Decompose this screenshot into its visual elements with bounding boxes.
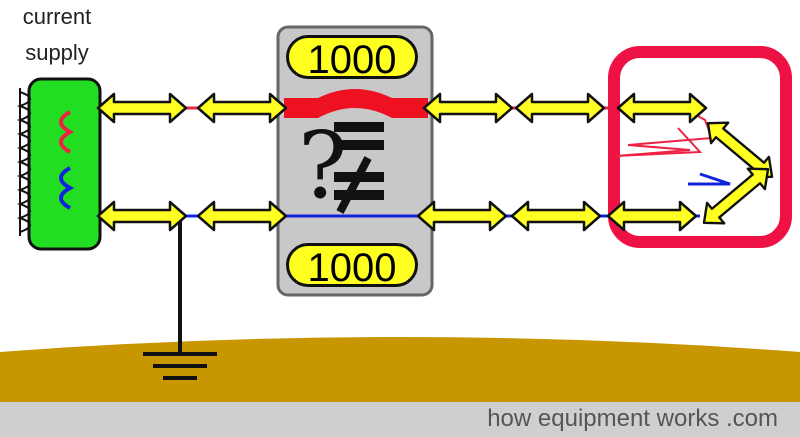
load-appliance bbox=[608, 46, 792, 248]
gfci-device bbox=[276, 25, 434, 297]
earth-ground-area bbox=[0, 337, 800, 402]
current-supply-transformer bbox=[16, 77, 102, 251]
equal-sign-icon bbox=[334, 122, 384, 150]
supply-label-line1: current bbox=[22, 4, 92, 29]
site-credit: how equipment works .com bbox=[487, 405, 778, 432]
footer-band: how equipment works .com bbox=[0, 402, 800, 437]
ground-symbol-icon bbox=[143, 352, 217, 380]
supply-label-line2: supply bbox=[25, 40, 89, 65]
counter-bottom: 1000 bbox=[286, 243, 418, 290]
current-flow-arrows bbox=[96, 92, 782, 235]
counter-top: 1000 bbox=[286, 35, 418, 82]
not-equal-sign-icon bbox=[334, 156, 384, 214]
question-mark: ? bbox=[298, 112, 348, 219]
